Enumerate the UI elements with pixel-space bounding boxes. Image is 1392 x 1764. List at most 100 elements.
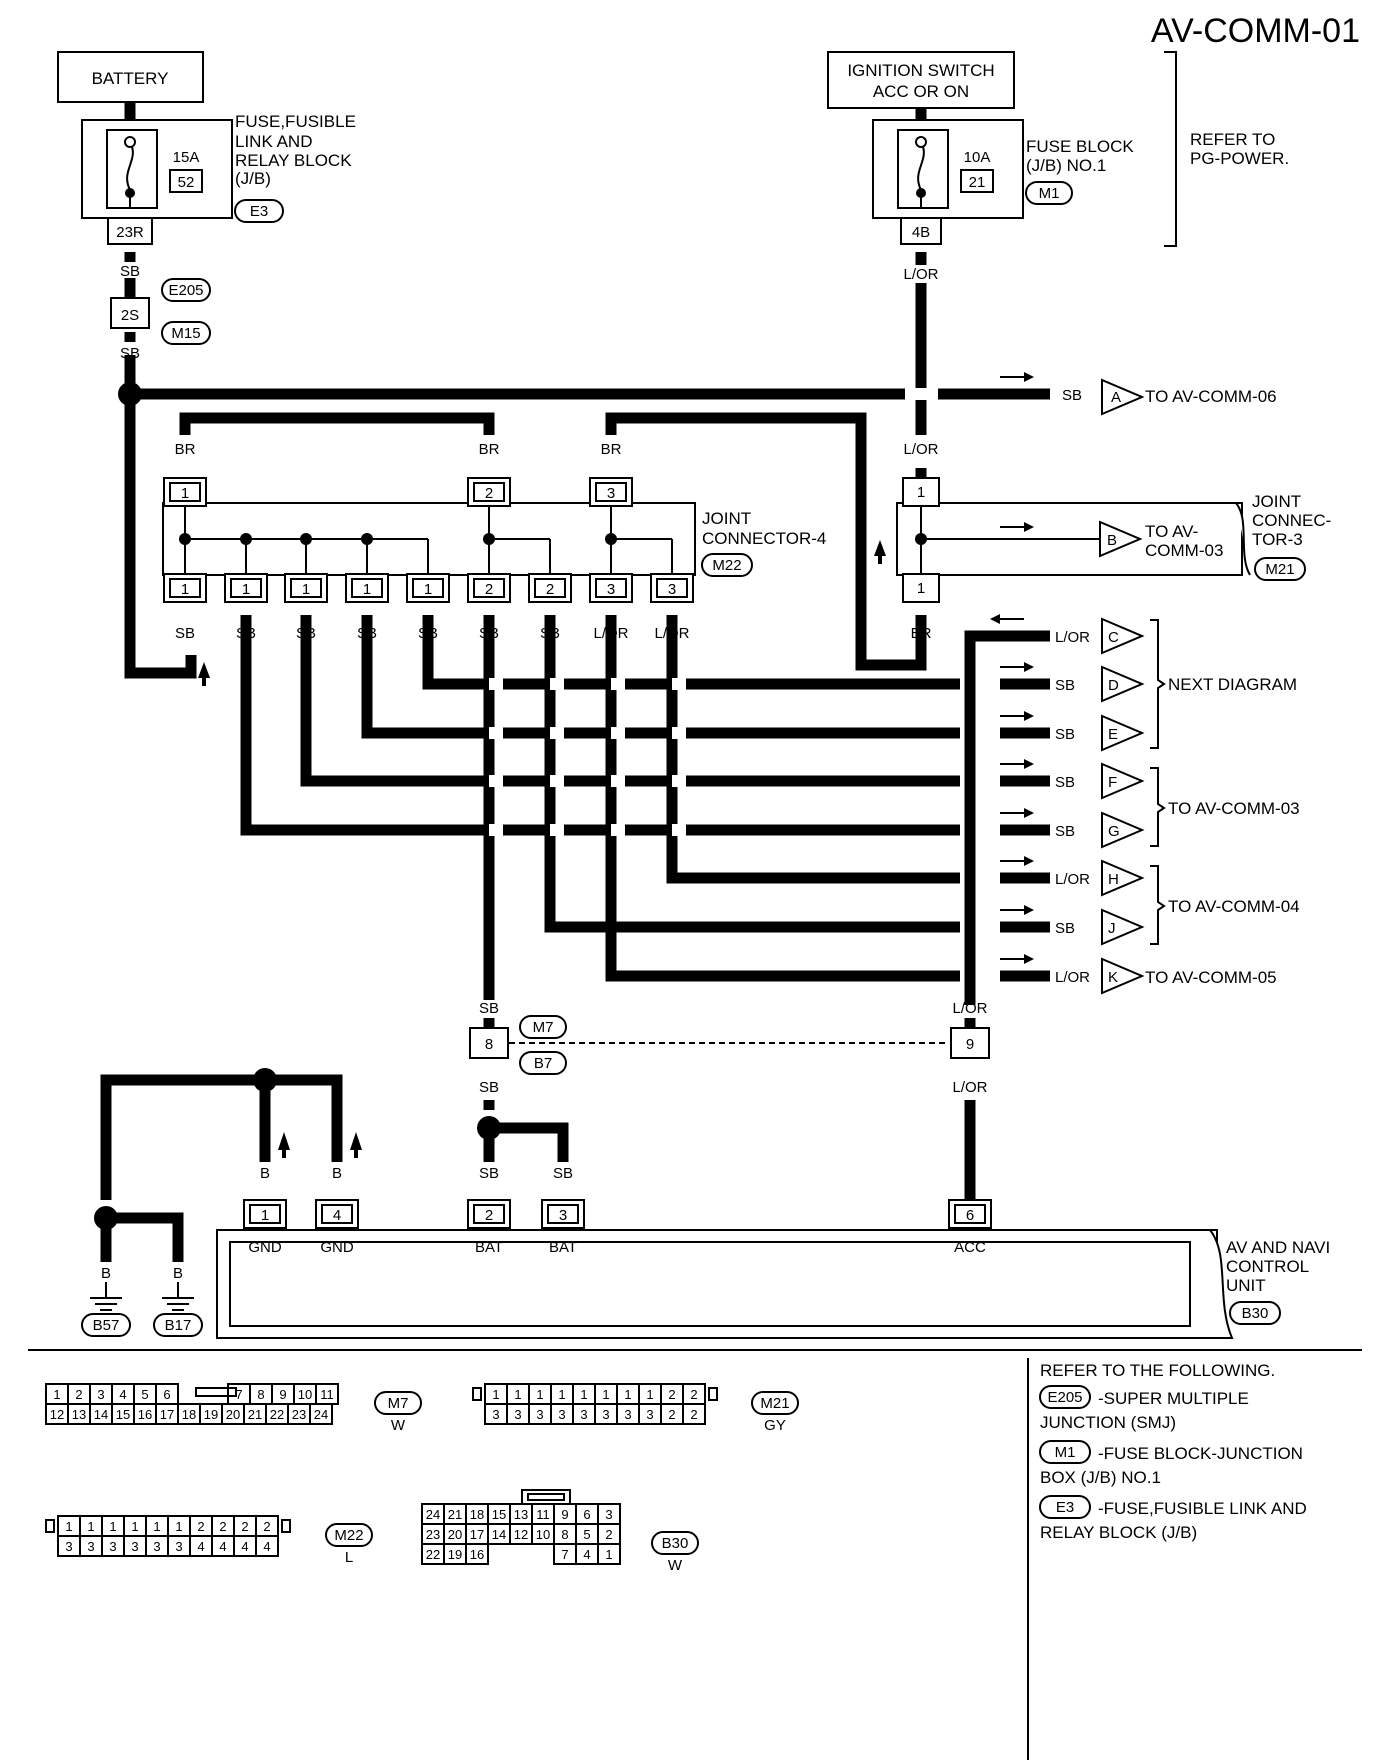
wire-sb-2: SB [120,345,140,362]
svg-text:17: 17 [160,1407,174,1422]
svg-text:13: 13 [514,1507,528,1522]
svg-text:1: 1 [363,581,371,598]
joint4-bottom-pin-4: 1 [345,573,389,603]
svg-text:SB: SB [1055,823,1075,840]
svg-text:5: 5 [141,1387,148,1402]
svg-text:1: 1 [602,1387,609,1402]
left-arrow-icon [990,614,1024,624]
unit-pin-3: 2 [467,1199,511,1229]
svg-text:3: 3 [153,1539,160,1554]
svg-text:-FUSE BLOCK-JUNCTION: -FUSE BLOCK-JUNCTION [1098,1444,1303,1463]
output-A: SB A TO AV-COMM-06 [1000,372,1277,416]
wires [100,103,1050,1262]
svg-text:1: 1 [242,581,250,598]
smj-term-label: 2S [121,307,139,324]
joint4-top-pin-1: 1 [163,477,207,507]
svg-text:7: 7 [561,1547,568,1562]
svg-text:1: 1 [624,1387,631,1402]
svg-text:1: 1 [175,1519,182,1534]
svg-text:3: 3 [514,1407,521,1422]
joint4-wire-color-3: SB [296,625,316,642]
svg-text:BOX (J/B) NO.1: BOX (J/B) NO.1 [1040,1468,1161,1487]
conn-m15-tag [161,321,211,345]
svg-text:JUNCTION (SMJ): JUNCTION (SMJ) [1040,1413,1176,1432]
svg-text:22: 22 [270,1407,284,1422]
wire-sb-4: SB [479,1079,499,1096]
unit-pin-1: 1 [243,1199,287,1229]
unit-pin-name-3: BAT [475,1239,503,1256]
wire-sb-6: SB [553,1165,573,1182]
svg-text:22: 22 [426,1547,440,1562]
fuse-right-num-box [960,169,994,193]
svg-text:4: 4 [583,1547,590,1562]
svg-text:2: 2 [263,1519,270,1534]
wire-br-3: BR [601,441,622,458]
svg-text:1: 1 [181,581,189,598]
svg-text:L: L [345,1549,353,1566]
svg-text:14: 14 [492,1527,506,1542]
joint4-label-1: JOINT [702,509,751,528]
joint3-dest-2: COMM-03 [1145,541,1223,560]
svg-text:1: 1 [109,1519,116,1534]
conn-m21-tag [1254,557,1306,581]
legend: REFER TO THE FOLLOWING. E205 -SUPER MULT… [1039,1361,1307,1542]
svg-text:10: 10 [536,1527,550,1542]
svg-text:1: 1 [580,1387,587,1402]
svg-text:5: 5 [583,1527,590,1542]
ground-b17: B B17 [153,1265,203,1337]
conn-m7: M7 [533,1019,554,1036]
svg-text:1: 1 [536,1387,543,1402]
unit-pin-4: 3 [541,1199,585,1229]
joint3-top-pin [902,477,940,507]
svg-text:17: 17 [470,1527,484,1542]
svg-text:L/OR: L/OR [1055,969,1090,986]
unit-pin-2: 4 [315,1199,359,1229]
joint3-label-2: CONNEC- [1252,511,1331,530]
svg-text:M7: M7 [388,1395,409,1412]
joint3-label-1: JOINT [1252,492,1301,511]
svg-text:12: 12 [514,1527,528,1542]
svg-text:9: 9 [966,1036,974,1053]
joint3-label-3: TOR-3 [1252,530,1303,549]
wire-lor-1: L/OR [903,266,938,283]
svg-text:B: B [101,1265,111,1282]
svg-text:2: 2 [690,1387,697,1402]
joint4-bottom-pin-7: 2 [528,573,572,603]
fuse-left-label-2: LINK AND [235,132,312,151]
wire-sb-1: SB [120,263,140,280]
term-4b [900,217,942,245]
term-23r-label: 23R [116,224,144,241]
svg-text:1: 1 [153,1519,160,1534]
joint4-wire-color-9: L/OR [654,625,689,642]
svg-text:23: 23 [292,1407,306,1422]
svg-text:1: 1 [181,485,189,502]
fuse-right-label-1: FUSE BLOCK [1026,137,1134,156]
joint4-bottom-pin-5: 1 [406,573,450,603]
svg-text:4: 4 [241,1539,248,1554]
svg-text:3: 3 [607,485,615,502]
ground-b57: B B57 [81,1265,131,1337]
svg-text:2: 2 [668,1407,675,1422]
svg-text:3: 3 [646,1407,653,1422]
svg-text:TO AV-COMM-05: TO AV-COMM-05 [1145,968,1277,987]
joint4-wire-color-7: SB [540,625,560,642]
fuse-left-amp: 15A [173,149,200,166]
joint4-bottom-pin-9: 3 [650,573,694,603]
svg-text:21: 21 [248,1407,262,1422]
conn-e3: E3 [250,203,268,220]
ignition-box [827,51,1015,109]
right-arrow-icon [1000,905,1034,915]
svg-text:B: B [173,1265,183,1282]
right-arrow-icon [1000,856,1034,866]
svg-text:2: 2 [485,1207,493,1224]
svg-text:8: 8 [561,1527,568,1542]
svg-text:H: H [1108,871,1119,888]
svg-text:9: 9 [279,1387,286,1402]
svg-text:2: 2 [219,1519,226,1534]
svg-text:18: 18 [470,1507,484,1522]
joint4-bottom-pin-6: 2 [467,573,511,603]
